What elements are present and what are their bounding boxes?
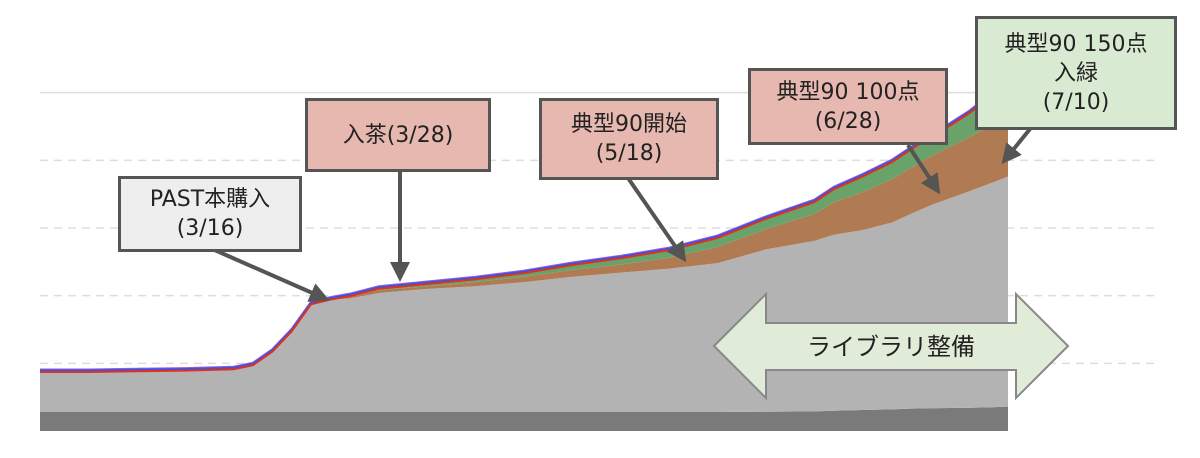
arrow-tenkei-150 — [1001, 127, 1032, 165]
callout-line: 入緑 — [1053, 60, 1098, 86]
blue-top-line — [40, 80, 1009, 372]
callout-line: 典型90開始 — [571, 112, 687, 137]
callout-arrows — [209, 127, 1032, 302]
callout-past-purchase: PAST本購入 (3/16) — [118, 176, 302, 252]
arrow-past — [209, 246, 330, 302]
range-label: ライブラリ整備 — [807, 333, 975, 361]
callout-tenkei-start: 典型90開始 (5/18) — [539, 98, 719, 180]
callout-line: (7/10) — [1042, 89, 1110, 115]
callout-nyucha: 入茶(3/28) — [305, 98, 491, 172]
callout-line: (3/16) — [176, 216, 244, 241]
callout-line: 典型90 100点 — [776, 79, 920, 105]
arrow-tenkei-100 — [906, 143, 941, 195]
callout-line: (5/18) — [595, 141, 663, 166]
red-top-line — [40, 81, 1009, 373]
callout-line: 入茶(3/28) — [342, 122, 454, 148]
arrow-tenkei-start — [626, 176, 687, 263]
area-dark-series — [40, 406, 1008, 431]
callout-tenkei-150: 典型90 150点 入緑 (7/10) — [975, 16, 1177, 130]
callout-tenkei-100: 典型90 100点 (6/28) — [748, 68, 948, 145]
callout-line: PAST本購入 — [149, 187, 271, 212]
double-arrow-shape — [712, 291, 1070, 401]
callout-line: (6/28) — [814, 108, 882, 134]
range-double-arrow: ライブラリ整備 — [712, 291, 1070, 401]
callout-line: 典型90 150点 — [1004, 31, 1148, 57]
